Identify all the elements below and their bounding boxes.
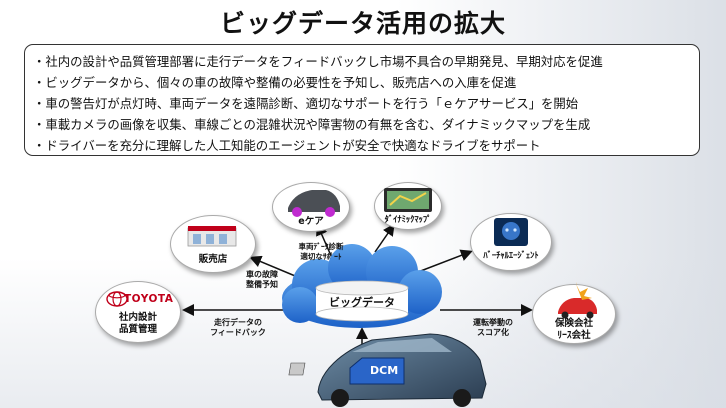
toyota-logo-text: TOYOTA bbox=[124, 293, 174, 305]
node-dynamic-map-label: ﾀﾞｲﾅﾐｯｸﾏｯﾌﾟ bbox=[384, 215, 432, 225]
node-company-label: 社内設計 品質管理 bbox=[118, 312, 157, 335]
edge-label-feedback: 走行データの フィードバック bbox=[210, 318, 266, 337]
dcm-label: DCM bbox=[370, 364, 399, 377]
bullet-item: ・ドライバーを充分に理解した人工知能のエージェントが安全で快適なドライブをサポー… bbox=[33, 138, 541, 153]
arrow-to-dealer bbox=[249, 255, 301, 279]
slide-title: ビッグデータ活用の拡大 bbox=[219, 9, 506, 38]
bullet-item: ・車載カメラの画像を収集、車線ごとの混雑状況や障害物の有無を含む、ダイナミックマ… bbox=[33, 117, 591, 132]
bullet-list-box: ・社内の設計や品質管理部署に走行データをフィードバックし市場不具合の早期発見、早… bbox=[24, 44, 700, 156]
big-data-label: ビッグデータ bbox=[329, 296, 395, 309]
big-data-cloud bbox=[282, 244, 442, 328]
arrow-to-dynamic-map bbox=[374, 223, 395, 253]
node-insurance-label: 保険会社 ﾘｰｽ会社 bbox=[554, 318, 593, 341]
arrow-to-ecare bbox=[316, 223, 333, 259]
node-insurance bbox=[532, 284, 616, 344]
bullet-item: ・社内の設計や品質管理部署に走行データをフィードバックし市場不具合の早期発見、早… bbox=[33, 54, 603, 69]
edge-label-remote-diagnosis: 車両ﾃﾞｰﾀ診断 適切なｻﾎﾟｰﾄ bbox=[298, 242, 344, 261]
node-ecare-label: eケア bbox=[298, 216, 324, 227]
edge-label-driving-score: 運転挙動の スコア化 bbox=[473, 318, 513, 337]
node-virtual-agent bbox=[470, 213, 552, 271]
connected-car-image bbox=[288, 333, 487, 407]
node-virtual-agent-label: ﾊﾞｰﾁｬﾙｴｰｼﾞｪﾝﾄ bbox=[483, 251, 539, 261]
node-dealer-label: 販売店 bbox=[198, 254, 228, 265]
arrow-to-virtual-agent bbox=[417, 249, 473, 273]
bullet-item: ・ビッグデータから、個々の車の故障や整備の必要性を予知し、販売店への入庫を促進 bbox=[33, 75, 517, 90]
bullet-item: ・車の警告灯が点灯時、車両データを遠隔診断、適切なサポートを行う「ｅケアサービス… bbox=[33, 96, 579, 111]
edge-label-failure-prediction: 車の故障 整備予知 bbox=[246, 270, 278, 289]
